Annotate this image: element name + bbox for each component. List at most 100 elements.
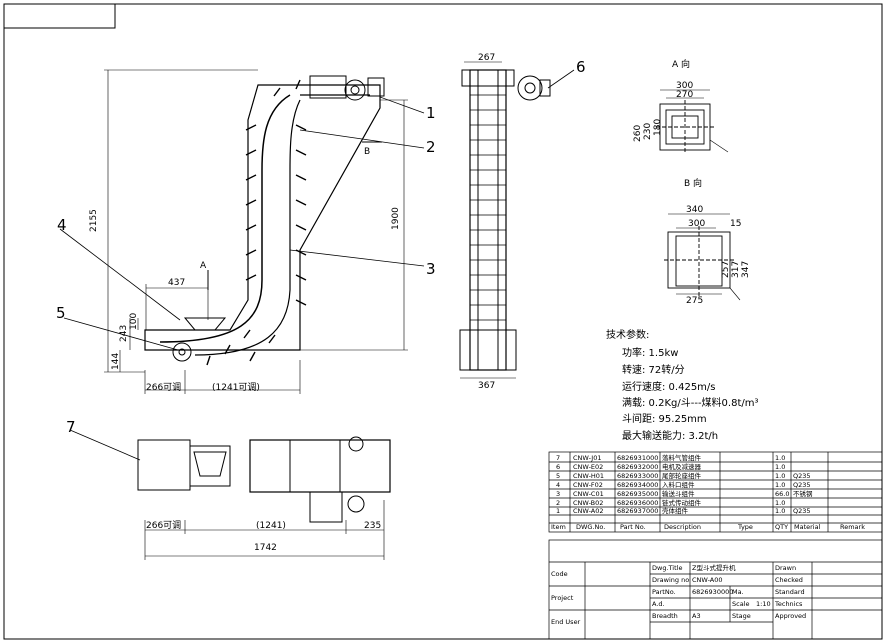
bom-r4-qty: 66.0	[775, 490, 789, 498]
tb-breadth: A3	[692, 612, 701, 620]
bom-r3-qty: 1.0	[775, 481, 785, 489]
end-view	[459, 61, 551, 379]
section-a-marker: A	[200, 261, 207, 271]
view-b-dim-340: 340	[686, 205, 703, 215]
bom-r1-part: 6826932000	[617, 463, 658, 471]
side-view	[144, 75, 385, 366]
bom-r1-qty: 1.0	[775, 463, 785, 471]
callout-2: 2	[426, 138, 436, 156]
dim-100: 100	[129, 313, 139, 330]
view-a-dim-230: 230	[643, 123, 653, 140]
view-b	[664, 213, 741, 301]
bom-r3-dwg: CNW-F02	[573, 481, 603, 489]
section-b-marker: B	[364, 147, 370, 157]
bom-r6-mat: Q235	[793, 507, 811, 515]
view-a-dim-260: 260	[633, 125, 643, 142]
bom-r6-dwg: CNW-A02	[573, 507, 604, 515]
view-b-title: B 向	[684, 177, 702, 189]
tb-breadth-label: Breadth	[652, 612, 678, 620]
bom-r3-desc: 入料口组件	[662, 480, 695, 489]
tb-dwg-title-label: Dwg.Title	[652, 564, 682, 572]
tb-end-user: End User	[551, 618, 581, 626]
tb-project: Project	[551, 594, 574, 602]
callout-6: 6	[576, 58, 586, 76]
spec-bucket-pitch: 斗间距: 95.25mm	[622, 412, 707, 425]
callout-1: 1	[426, 104, 436, 122]
tb-partno: 6826930000	[692, 588, 733, 596]
view-a-dim-300: 300	[676, 81, 693, 91]
view-a	[656, 89, 729, 154]
bom-r5-qty: 1.0	[775, 499, 785, 507]
tb-approved: Approved	[775, 612, 806, 620]
bom-r4-mat: 不锈钢	[793, 489, 813, 498]
spec-speed: 转速: 72转/分	[622, 363, 685, 376]
dim-1241-side: (1241可调)	[212, 382, 260, 393]
bom-r5-desc: 链式传动组件	[662, 498, 702, 507]
tb-drawn: Drawn	[775, 564, 796, 572]
dim-2155: 2155	[89, 209, 99, 232]
view-b-dim-257: 257	[721, 261, 731, 278]
side-view-dimensions	[104, 69, 408, 394]
bom-h-type: Type	[737, 523, 753, 531]
bom-h-dwg: DWG.No.	[576, 523, 605, 531]
tb-dwg-title: Z型斗式提升机	[692, 563, 736, 572]
bom-r0-part: 6826931000	[617, 454, 658, 462]
bom-h-qty: QTY	[775, 523, 788, 531]
callout-4: 4	[57, 216, 67, 234]
tech-specs: 技术参数: 功率: 1.5kw 转速: 72转/分 运行速度: 0.425m/s…	[606, 328, 759, 442]
bom-r0-dwg: CNW-J01	[573, 454, 601, 462]
callout-7: 7	[66, 418, 76, 436]
view-b-dim-275: 275	[686, 296, 703, 306]
tb-ad-label: A.d.	[652, 600, 665, 608]
tb-standard: Standard	[775, 588, 805, 596]
dim-144: 144	[111, 353, 121, 370]
bom-h-desc: Description	[664, 523, 701, 531]
bom-r4-part: 6826935000	[617, 490, 658, 498]
dim-367: 367	[478, 381, 495, 391]
bom-r0-item: 7	[556, 454, 560, 462]
bom-r4-dwg: CNW-C01	[573, 490, 604, 498]
bom-r2-mat: Q235	[793, 472, 811, 480]
callout-3: 3	[426, 260, 436, 278]
bom-r2-item: 5	[556, 472, 560, 480]
bom-r6-item: 1	[556, 507, 560, 515]
view-b-dim-347: 347	[741, 261, 751, 278]
bom-h-remark: Remark	[840, 523, 865, 531]
bom-r3-item: 4	[556, 481, 560, 489]
tb-technics: Technics	[774, 600, 803, 608]
view-a-title: A 向	[672, 58, 690, 70]
bom-r2-desc: 尾部轮座组件	[662, 471, 702, 480]
spec-run-speed: 运行速度: 0.425m/s	[622, 380, 716, 393]
bom-r0-desc: 落料气管组件	[662, 453, 702, 462]
tb-checked: Checked	[775, 576, 803, 584]
tb-scale: 1:10	[756, 600, 771, 608]
title-block: Code Project End User Dwg.Title Z型斗式提升机 …	[548, 539, 883, 640]
bom-r1-dwg: CNW-E02	[573, 463, 603, 471]
tb-scale-label: Scale	[732, 600, 750, 608]
plan-view	[137, 436, 391, 560]
bom-h-mat: Material	[794, 523, 821, 531]
dim-266-side: 266可调	[146, 382, 181, 393]
tb-drawing-no: CNW-A00	[692, 576, 723, 584]
corner-box	[3, 3, 116, 29]
tb-drawing-no-label: Drawing no	[652, 576, 689, 584]
plan-dim-1241: (1241)	[256, 521, 286, 531]
plan-dim-266: 266可调	[146, 520, 181, 531]
plan-dim-235: 235	[364, 521, 381, 531]
bom-r2-part: 6826933000	[617, 472, 658, 480]
spec-full-load: 满载: 0.2Kg/斗---煤料0.8t/m³	[622, 396, 759, 409]
bom-r6-qty: 1.0	[775, 507, 785, 515]
bom-r4-desc: 输送斗组件	[662, 489, 695, 498]
bom-r2-qty: 1.0	[775, 472, 785, 480]
view-b-dim-317: 317	[731, 261, 741, 278]
drawing-frame	[3, 3, 883, 640]
bom-r4-item: 3	[556, 490, 560, 498]
dim-437: 437	[168, 278, 185, 288]
bom-r5-part: 6826936000	[617, 499, 658, 507]
dim-243: 243	[119, 325, 129, 342]
bom-r3-mat: Q235	[793, 481, 811, 489]
bom-r3-part: 6826934000	[617, 481, 658, 489]
view-a-dim-270: 270	[676, 90, 693, 100]
spec-capacity: 最大输送能力: 3.2t/h	[622, 429, 718, 442]
spec-heading: 技术参数:	[606, 328, 649, 341]
